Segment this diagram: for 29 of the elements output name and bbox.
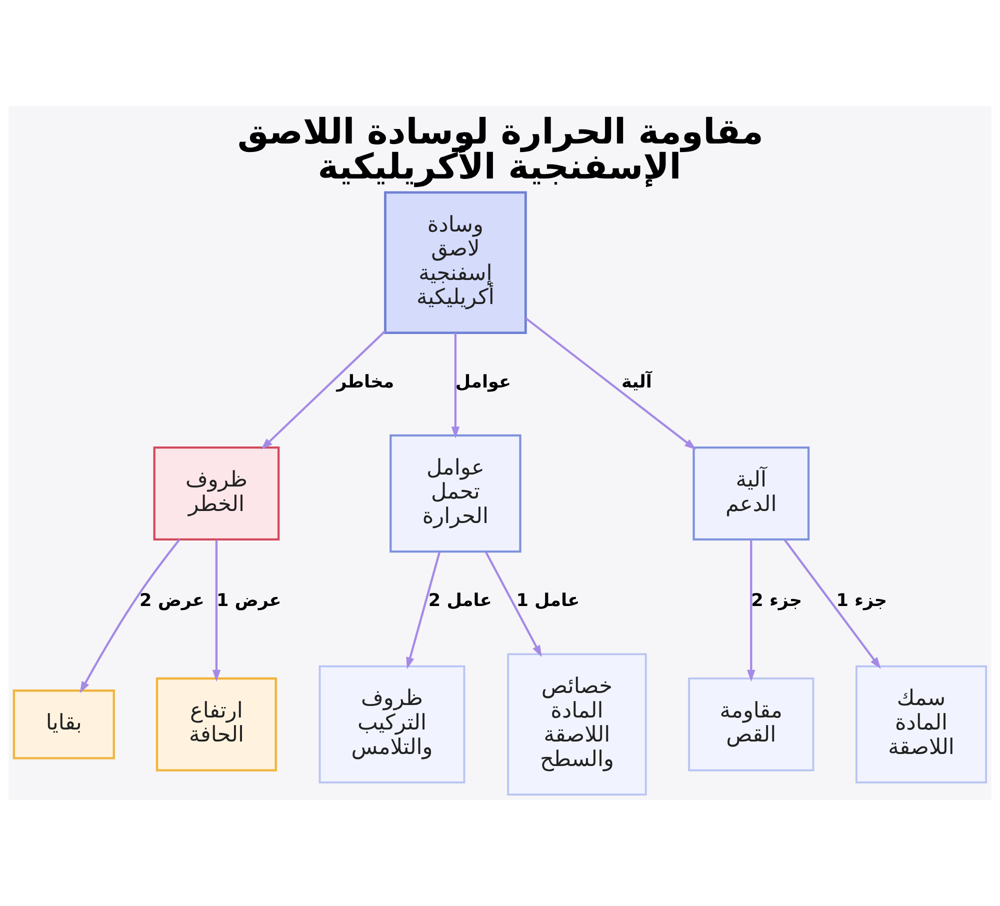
arrow <box>484 551 542 658</box>
node-box: عوامل تحمل الحرارة <box>390 434 522 553</box>
edge-label: عامل 1 <box>516 591 580 612</box>
node-box: آلية الدعم <box>692 446 810 540</box>
node-box: وسادة لاصق إسفنجية أكريليكية <box>384 191 527 334</box>
node-box: ارتفاع الحافة <box>156 677 277 772</box>
node-box: مقاومة القص <box>688 678 814 772</box>
arrow <box>525 317 696 450</box>
edge-label: عامل 2 <box>428 591 492 612</box>
arrow <box>451 333 460 438</box>
node-box: سمك المادة اللاصقة <box>856 665 988 784</box>
node-box: ظروف التركيب والتلامس <box>318 665 466 784</box>
node-box: بقايا <box>12 690 115 760</box>
arrow <box>747 540 756 682</box>
edge-label: جزء 2 <box>751 591 802 612</box>
arrow <box>261 330 386 450</box>
arrow <box>80 538 180 694</box>
arrow <box>784 539 881 669</box>
node-box: ظروف الخطر <box>153 446 280 540</box>
edge-label: عرض 1 <box>216 591 282 612</box>
edge-label: جزء 1 <box>836 591 888 612</box>
edge-label: مخاطر <box>336 372 394 392</box>
arrow <box>406 552 441 670</box>
diagram-title: مقاومة الحرارة لوسادة اللاصق الإسفنجية الأكريليكية <box>237 112 764 188</box>
arrow <box>212 540 221 682</box>
node-box: خصائص المادة اللاصقة والسطح <box>507 653 647 796</box>
edge-label: عوامل <box>455 372 511 392</box>
edge-label: عرض 2 <box>140 591 204 612</box>
edge-label: آلية <box>622 372 652 392</box>
